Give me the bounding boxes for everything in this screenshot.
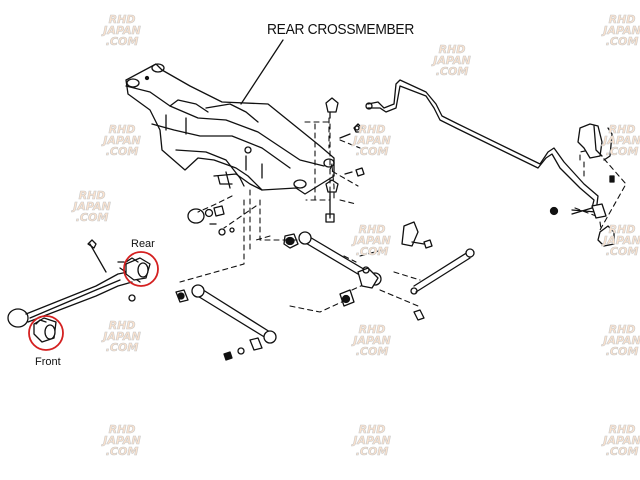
rear-crossmember <box>125 63 335 195</box>
front-bushing-highlight <box>28 315 64 351</box>
trailing-rod <box>362 221 475 321</box>
stabilizer-bar <box>365 79 615 247</box>
rear-bushing <box>125 257 151 281</box>
fasteners <box>187 97 365 236</box>
title-leader-line <box>240 39 284 105</box>
front-bushing-label: Front <box>35 356 61 368</box>
rear-bushing-label: Rear <box>131 238 155 250</box>
rear-bushing-highlight <box>123 251 159 287</box>
trailing-arm <box>7 239 141 328</box>
lateral-link-upper <box>283 231 382 289</box>
lateral-link-lower <box>175 284 355 361</box>
front-bushing <box>33 317 57 343</box>
diagram-title: REAR CROSSMEMBER <box>267 22 414 38</box>
assembly-guide-lines <box>179 117 627 313</box>
